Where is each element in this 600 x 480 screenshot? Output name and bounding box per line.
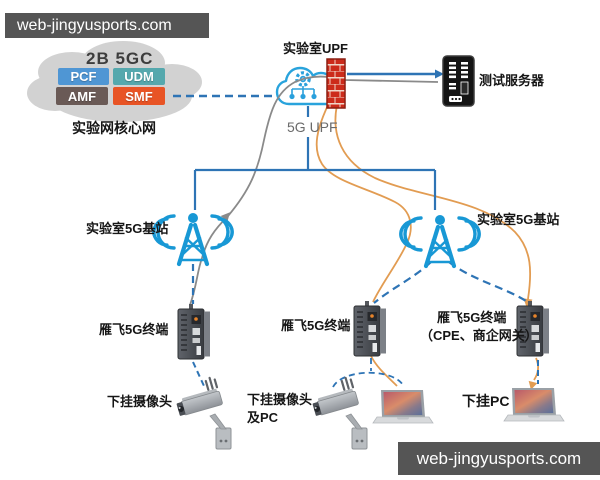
endpoint3-label: 下挂PC: [462, 393, 510, 409]
base-station-right-label: 实验室5G基站: [477, 212, 560, 227]
link-orange-terminal2-to-laptop: [370, 355, 398, 387]
link-bs2-to-terminal3: [448, 261, 527, 302]
camera1-icon: [171, 375, 233, 451]
terminal3-sublabel: （CPE、商企网关）: [420, 328, 538, 343]
upf-label: 实验室UPF: [283, 41, 349, 56]
test-server-icon: [442, 55, 475, 107]
terminal3-label: 雁飞5G终端: [437, 310, 507, 325]
firewall-icon: [326, 58, 346, 109]
link-gray-terminal-to-server: [189, 75, 439, 306]
link-terminal2-to-camera-and-laptop: [332, 358, 405, 388]
link-bs2-to-terminal2: [373, 261, 432, 304]
link-upf-to-basestations: [193, 106, 437, 210]
link-terminal1-to-camera1: [192, 361, 205, 387]
upf-sublabel: 5G UPF: [287, 119, 338, 135]
endpoint1-label: 下挂摄像头: [107, 394, 173, 409]
link-orange-terminal3-to-pc: [528, 357, 540, 390]
endpoint2-label2: 及PC: [247, 410, 279, 425]
pcf-box: PCF: [58, 68, 109, 85]
udm-box: UDM: [113, 68, 165, 85]
smf-box: SMF: [113, 87, 165, 105]
base-station-left-label: 实验室5G基站: [86, 221, 169, 236]
terminal2-label: 雁飞5G终端: [281, 318, 351, 333]
core-cloud-title: 2B 5GC: [86, 49, 154, 68]
link-firewall-to-server: [347, 69, 444, 79]
terminal1-icon: [177, 303, 211, 360]
watermark-bottom-right: web-jingyusports.com: [398, 442, 600, 475]
camera2-icon: [307, 375, 369, 451]
core-network-label: 实验网核心网: [72, 120, 156, 136]
base-station-right-icon: [401, 215, 480, 266]
endpoint2-label: 下挂摄像头: [247, 392, 313, 407]
terminal2-icon: [353, 300, 387, 357]
watermark-top-left: web-jingyusports.com: [5, 13, 209, 38]
network-tree-icon: [289, 86, 317, 100]
amf-box: AMF: [56, 87, 108, 105]
link-orange-upf-to-terminal2: [315, 102, 412, 303]
test-server-label: 测试服务器: [479, 73, 545, 88]
laptop2-icon: [372, 389, 434, 424]
laptop3-icon: [503, 387, 565, 422]
terminal1-label: 雁飞5G终端: [99, 322, 169, 337]
